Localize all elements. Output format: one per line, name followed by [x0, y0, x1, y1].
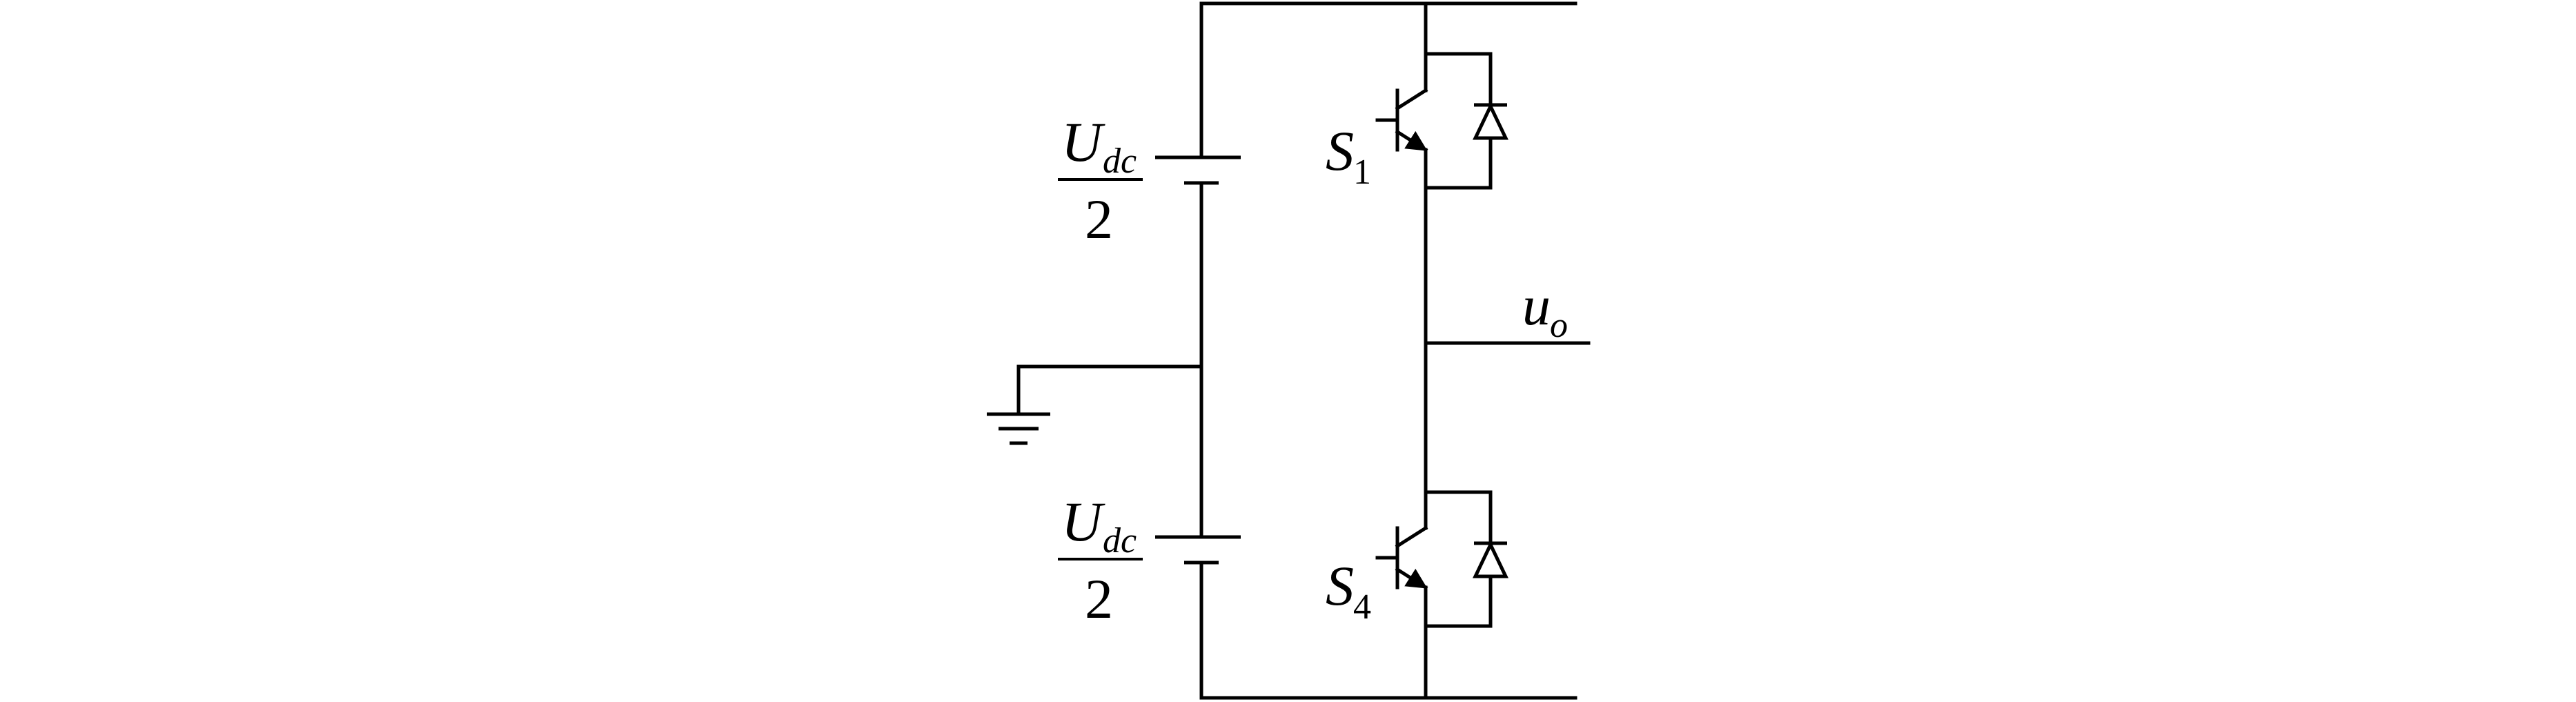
source-top-label-denominator: 2 [1085, 188, 1113, 251]
switch-s4-transistor-icon [1375, 525, 1428, 590]
diode-lower-icon [1424, 490, 1508, 628]
switch-s4-label-symbol: S [1326, 554, 1354, 617]
output-label-subscript: o [1550, 306, 1568, 345]
diode-upper-icon [1424, 52, 1508, 190]
source-bottom-label-symbol: U [1061, 490, 1105, 553]
source-bottom-label-subscript: dc [1103, 521, 1137, 560]
switch-s4-label-subscript: 4 [1353, 587, 1371, 627]
source-bottom-label-denominator: 2 [1085, 567, 1113, 630]
switch-s1-label-symbol: S [1326, 119, 1354, 182]
dc-source-bottom [1155, 535, 1241, 565]
switch-s1-label-subscript: 1 [1353, 153, 1371, 192]
source-top-label-subscript: dc [1103, 142, 1137, 181]
ground-icon [987, 412, 1050, 445]
output-label-symbol: u [1522, 274, 1551, 337]
switch-s1-transistor-icon [1375, 88, 1428, 153]
dc-source-top [1155, 155, 1241, 185]
source-top-label-symbol: U [1061, 110, 1105, 173]
